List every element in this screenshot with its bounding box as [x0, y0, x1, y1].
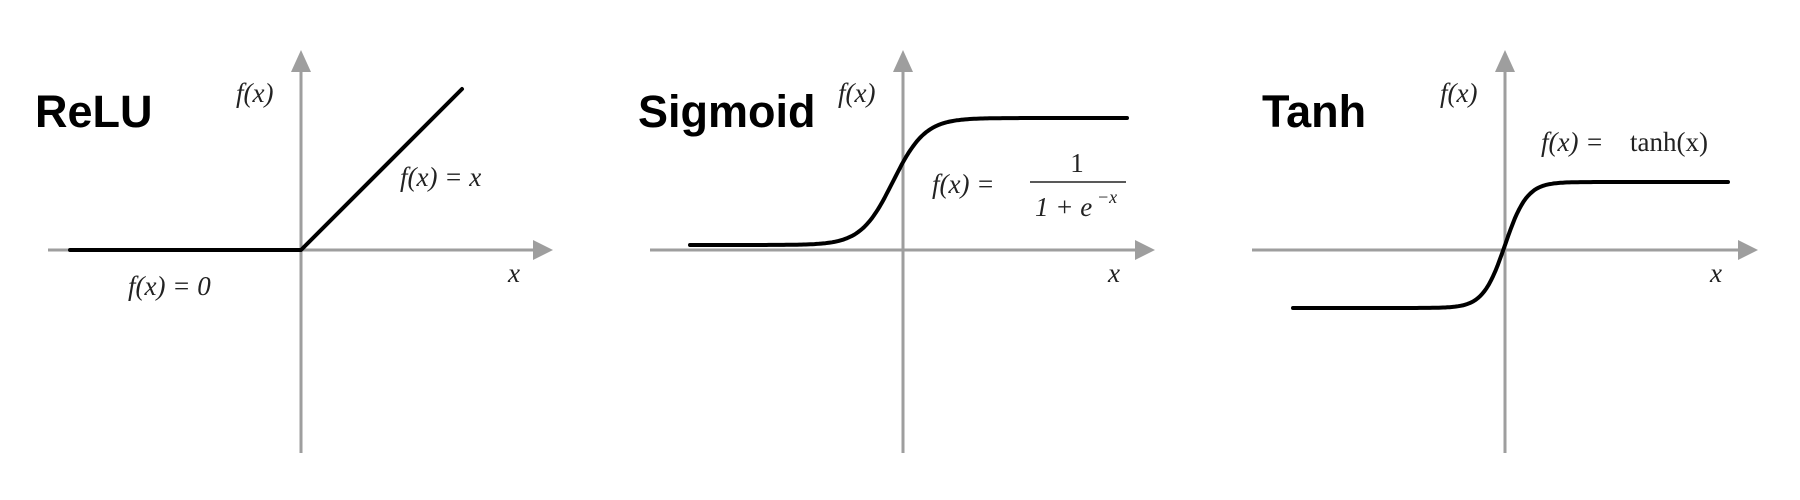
- sigmoid-y-label: f(x): [838, 78, 875, 108]
- tanh-formula-lhs: f(x) =: [1541, 127, 1603, 157]
- sigmoid-formula-denominator: 1 + e: [1035, 192, 1092, 222]
- sigmoid-panel: Sigmoid f(x) x f(x) = 1 1 + e −x: [638, 50, 1155, 453]
- sigmoid-formula-numerator: 1: [1070, 148, 1084, 178]
- relu-panel: ReLU f(x) x f(x) = x f(x) = 0: [35, 50, 553, 453]
- sigmoid-x-arrow: [1135, 240, 1155, 260]
- sigmoid-formula-lhs: f(x) =: [932, 169, 994, 199]
- relu-positive-annotation: f(x) = x: [400, 162, 481, 192]
- tanh-y-arrow: [1495, 50, 1515, 72]
- tanh-y-label: f(x): [1440, 78, 1477, 108]
- relu-title: ReLU: [35, 86, 153, 137]
- sigmoid-curve: [688, 116, 1129, 247]
- tanh-x-arrow: [1738, 240, 1758, 260]
- sigmoid-title: Sigmoid: [638, 86, 816, 137]
- relu-y-label: f(x): [236, 78, 273, 108]
- tanh-curve: [1291, 180, 1730, 310]
- sigmoid-formula-exponent: −x: [1097, 187, 1117, 207]
- sigmoid-y-arrow: [893, 50, 913, 72]
- tanh-panel: Tanh f(x) x f(x) = tanh(x): [1252, 50, 1758, 453]
- tanh-formula: f(x) = tanh(x): [1541, 127, 1708, 157]
- sigmoid-formula: f(x) = 1 1 + e −x: [932, 148, 1126, 222]
- relu-x-arrow: [533, 240, 553, 260]
- relu-curve: [68, 87, 464, 252]
- tanh-title: Tanh: [1262, 86, 1366, 137]
- relu-y-arrow: [291, 50, 311, 72]
- tanh-formula-rhs: tanh(x): [1630, 127, 1708, 157]
- sigmoid-x-label: x: [1107, 258, 1120, 288]
- tanh-x-label: x: [1709, 258, 1722, 288]
- relu-x-label: x: [507, 258, 520, 288]
- relu-zero-annotation: f(x) = 0: [128, 271, 211, 301]
